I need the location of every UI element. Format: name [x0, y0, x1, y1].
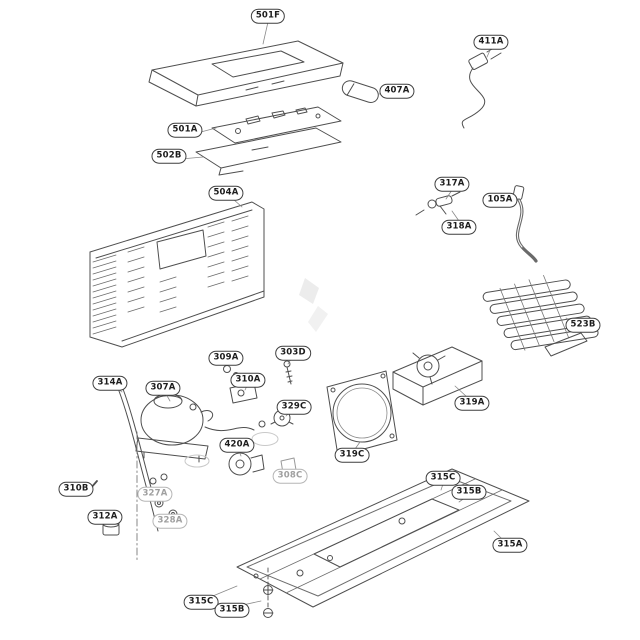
part-callout-420A: 420A: [219, 437, 255, 453]
part-callout-308C: 308C: [272, 468, 308, 484]
part-callout-314A: 314A: [92, 375, 128, 391]
part-callout-315A: 315A: [492, 537, 528, 553]
part-callout-303D: 303D: [275, 345, 311, 361]
screw-part: [283, 360, 293, 385]
part-callout-319A: 319A: [454, 395, 490, 411]
part-callout-310A: 310A: [230, 372, 266, 388]
drain-pump: [228, 452, 265, 476]
part-callout-312A: 312A: [87, 509, 123, 525]
part-callout-310B: 310B: [58, 481, 94, 497]
part-callout-318A: 318A: [441, 219, 477, 235]
pcb-cover: [195, 127, 342, 176]
part-callout-504A: 504A: [208, 185, 244, 201]
part-callout-329C: 329C: [276, 399, 312, 415]
part-callout-319C: 319C: [334, 447, 370, 463]
part-callout-315C: 315C: [425, 470, 461, 486]
part-callout-327A: 327A: [137, 486, 173, 502]
panel-hatch: [92, 254, 117, 335]
part-callout-309A: 309A: [208, 350, 244, 366]
power-cord: [461, 45, 502, 129]
part-callout-317A: 317A: [434, 176, 470, 192]
part-callout-315B: 315B: [214, 602, 250, 618]
fan-motor-bracket: [392, 346, 483, 406]
capacitor: [341, 80, 379, 104]
fan-shroud: [326, 370, 398, 457]
back-panel: [89, 201, 265, 348]
base-pan: [236, 468, 530, 618]
part-callout-502B: 502B: [151, 148, 187, 164]
part-callout-315C: 315C: [183, 594, 219, 610]
condenser-coil: [482, 274, 599, 357]
compressor: [135, 393, 214, 463]
part-callout-411A: 411A: [473, 34, 509, 50]
part-callout-407A: 407A: [379, 83, 415, 99]
part-callout-105A: 105A: [482, 192, 518, 208]
part-callout-523B: 523B: [565, 317, 601, 333]
valve-assembly: [415, 191, 461, 216]
top-cover-panel: [148, 40, 344, 107]
pcb-assembly: [211, 106, 342, 144]
part-callout-501F: 501F: [250, 8, 286, 24]
part-callout-315B: 315B: [451, 484, 487, 500]
part-callout-328A: 328A: [152, 513, 188, 529]
part-callout-501A: 501A: [167, 122, 203, 138]
vent-slots: [127, 215, 249, 313]
compressor-tubing: [118, 388, 255, 532]
part-callout-307A: 307A: [145, 380, 181, 396]
watermark: [299, 278, 328, 332]
